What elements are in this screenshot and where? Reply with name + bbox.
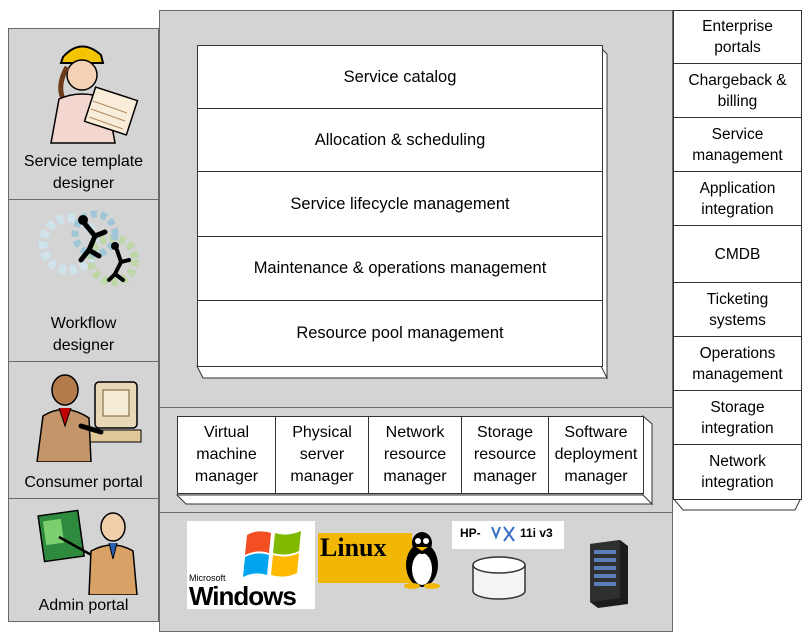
network-resource-manager: Network resource manager bbox=[368, 416, 462, 494]
integration-cmdb: CMDB bbox=[673, 225, 802, 283]
manager-stack-depth bbox=[176, 414, 654, 506]
integration-network: Network integration bbox=[673, 444, 802, 500]
layer-service-lifecycle: Service lifecycle management bbox=[197, 171, 603, 237]
hpux-logo: HP- 11i v3 bbox=[452, 521, 564, 549]
persona-label: Admin portal bbox=[38, 597, 129, 614]
persona-label: Workflow designer bbox=[50, 315, 117, 354]
integration-enterprise-portals: Enterprise portals bbox=[673, 10, 802, 64]
integration-chargeback-billing: Chargeback & billing bbox=[673, 63, 802, 118]
integration-application: Application integration bbox=[673, 171, 802, 226]
windows-logo: Microsoft Windows bbox=[187, 521, 315, 611]
persona-label: Service template designer bbox=[23, 153, 144, 192]
persona-label: Consumer portal bbox=[24, 474, 143, 491]
integration-operations-management: Operations management bbox=[673, 336, 802, 391]
physical-server-manager: Physical server manager bbox=[275, 416, 369, 494]
server-tower-icon bbox=[590, 540, 628, 608]
persona-service-template-designer: Service template designer bbox=[8, 28, 159, 200]
integration-ticketing-systems: Ticketing systems bbox=[673, 282, 802, 337]
windows-flag-icon bbox=[243, 531, 301, 577]
microsoft-wordmark: Microsoft bbox=[189, 573, 226, 583]
hpux-prefix: HP- bbox=[460, 526, 481, 540]
admin-presenter-icon bbox=[37, 509, 138, 595]
tux-penguin-icon bbox=[404, 532, 440, 589]
persona-consumer-portal: Consumer portal bbox=[8, 361, 159, 499]
linux-wordmark: Linux bbox=[320, 533, 387, 562]
persona-admin-portal: Admin portal bbox=[8, 498, 159, 622]
persona-workflow-designer: Workflow designer bbox=[8, 199, 159, 362]
linux-logo: Linux bbox=[318, 531, 440, 589]
virtual-machine-manager: Virtual machine manager bbox=[177, 416, 276, 494]
layer-service-catalog: Service catalog bbox=[197, 45, 603, 109]
layer-allocation-scheduling: Allocation & scheduling bbox=[197, 108, 603, 172]
hpux-version: 11i v3 bbox=[520, 526, 553, 540]
hpux-ux-mark-icon bbox=[491, 526, 515, 542]
consumer-at-computer-icon bbox=[36, 374, 142, 462]
storage-resource-manager: Storage resource manager bbox=[461, 416, 549, 494]
windows-wordmark: Windows bbox=[189, 581, 297, 611]
software-deployment-manager: Software deployment manager bbox=[548, 416, 644, 494]
storage-disk-icon bbox=[472, 556, 526, 600]
workflow-gears-icon bbox=[38, 210, 139, 286]
integration-service-management: Service management bbox=[673, 117, 802, 172]
linux-banner bbox=[318, 533, 412, 583]
integration-storage: Storage integration bbox=[673, 390, 802, 445]
architect-clipart-icon bbox=[50, 45, 139, 144]
layer-maintenance-operations: Maintenance & operations management bbox=[197, 236, 603, 301]
layer-resource-pool: Resource pool management bbox=[197, 300, 603, 367]
